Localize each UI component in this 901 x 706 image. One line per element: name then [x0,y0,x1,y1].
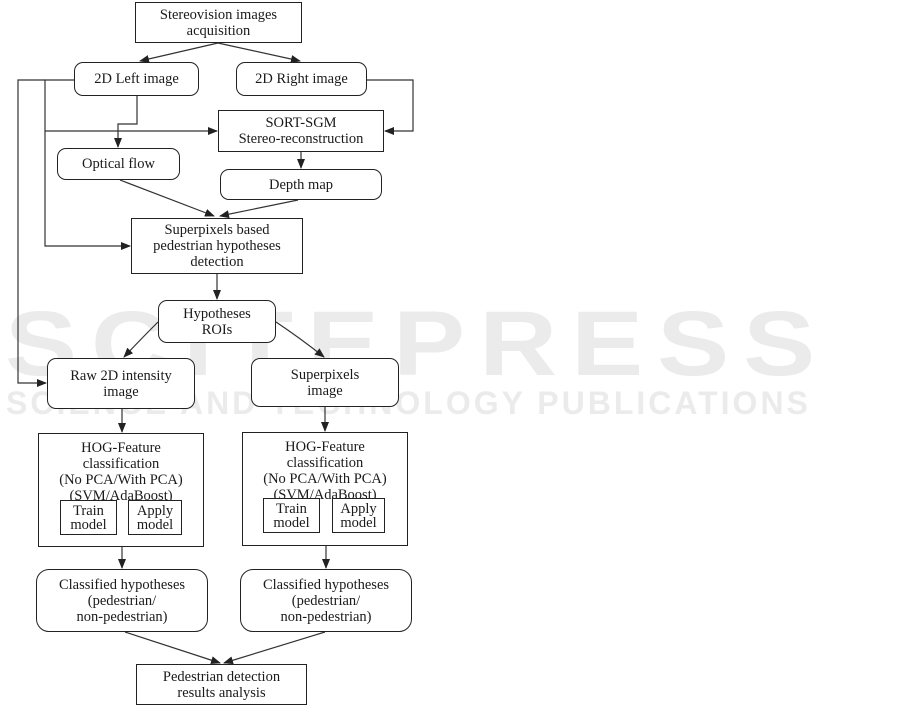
node-hypotheses-rois: Hypotheses ROIs [158,300,276,343]
edge-left-sortsgm [44,79,218,135]
edge-classright-results [223,631,326,665]
node-text: non-pedestrian) [280,608,372,625]
node-text: (pedestrian/ [291,592,361,609]
edge-optical-superdet [119,179,215,217]
node-text: Train [276,500,307,517]
node-text: Classified hypotheses [262,576,390,593]
node-text: Superpixels [290,366,360,383]
node-text: Apply [340,500,377,517]
node-text: model [70,516,107,533]
node-classified-hypotheses-right: Classified hypotheses (pedestrian/ non-p… [240,569,412,632]
node-text: classification [286,455,364,471]
node-text: non-pedestrian) [76,608,168,625]
node-text: model [136,516,174,533]
node-text: model [340,514,377,531]
node-text: (No PCA/With PCA) [263,471,387,487]
node-superpixels-detection: Superpixels based pedestrian hypotheses … [131,218,303,274]
node-depth-map: Depth map [220,169,382,200]
edge-depth-superdet [219,199,299,219]
node-text: HOG-Feature [285,439,365,455]
node-text: SORT-SGM [265,115,337,131]
edge-right-sortsgm [367,79,414,135]
edge-hypo-raw [123,321,159,358]
apply-model-right: Apply model [332,498,385,533]
node-stereovision-acquisition: Stereovision images acquisition [135,2,302,43]
edge-left-raw [17,79,47,387]
node-text: 2D Right image [255,71,348,87]
train-model-right: Train model [263,498,320,533]
node-text: Apply [136,502,174,519]
node-text: HOG-Feature [81,440,161,456]
node-text: Raw 2D intensity [70,367,172,384]
node-text: Pedestrian detection [162,668,281,685]
edge-acquisition-left [139,42,219,63]
edge-hypo-superimg [275,321,325,358]
node-raw-intensity-image: Raw 2D intensity image [47,358,195,409]
node-hog-classification-left: HOG-Feature classification (No PCA/With … [38,433,204,547]
node-superpixels-image: Superpixels image [251,358,399,407]
node-text: detection [190,254,244,270]
node-text: image [103,383,139,400]
node-classified-hypotheses-left: Classified hypotheses (pedestrian/ non-p… [36,569,208,632]
node-sort-sgm: SORT-SGM Stereo-reconstruction [218,110,384,152]
node-right-image: 2D Right image [236,62,367,96]
node-text: Superpixels based [164,222,270,238]
node-text: Stereo-reconstruction [238,131,364,147]
node-text: Hypotheses [183,305,251,322]
node-text: model [273,514,310,531]
node-text: Classified hypotheses [58,576,186,593]
node-text: Train [73,502,104,519]
edge-left-optical [114,96,138,148]
edge-left-superdet [44,131,131,250]
edge-classleft-results [124,631,221,665]
node-text: 2D Left image [94,71,179,87]
apply-model-left: Apply model [128,500,182,535]
node-optical-flow: Optical flow [57,148,180,180]
node-text: Stereovision images [159,6,278,23]
node-text: ROIs [201,321,233,338]
node-text: Depth map [268,176,334,193]
node-text: (pedestrian/ [87,592,157,609]
node-text: image [307,382,343,399]
node-text: pedestrian hypotheses [153,238,281,254]
edge-acquisition-right [217,42,301,63]
node-text: (No PCA/With PCA) [59,472,183,488]
node-text: acquisition [186,22,251,39]
train-model-left: Train model [60,500,117,535]
node-text: Optical flow [82,156,155,172]
node-text: results analysis [177,684,266,701]
node-results-analysis: Pedestrian detection results analysis [136,664,307,705]
node-left-image: 2D Left image [74,62,199,96]
node-text: classification [82,456,160,472]
